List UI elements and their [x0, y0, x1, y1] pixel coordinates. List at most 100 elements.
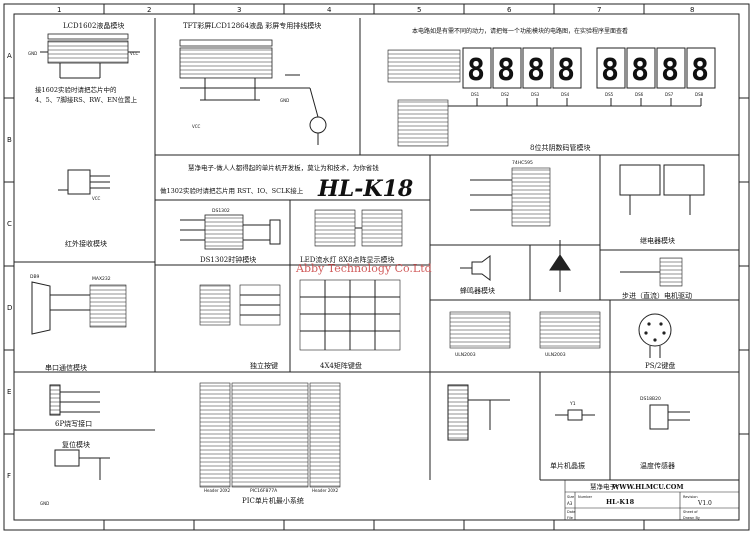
ds1302-chip: DS1302 [212, 208, 230, 214]
icsp-module: 6P烧写接口 [49, 384, 100, 428]
frame-col-2: 2 [147, 6, 151, 14]
lcd1602-gnd: GND [28, 51, 37, 56]
frame-col-3: 3 [237, 6, 241, 14]
title-block-revision-value: V1.0 [697, 500, 712, 507]
temp-part: DS18B20 [640, 396, 661, 402]
digit-7: 8 [661, 53, 679, 88]
crystal-title: 单片机晶振 [550, 461, 585, 470]
digit-label-1: DS1 [471, 92, 480, 97]
serial-chip: MAX232 [92, 276, 111, 282]
title-block-drawn-label: Drawn By [683, 516, 700, 520]
frame-col-markers: 1 2 3 4 5 6 7 8 [57, 4, 694, 530]
tft-gnd: GND [280, 98, 289, 103]
ir-title: 红外接收模块 [65, 239, 107, 248]
outer-frame [3, 3, 750, 531]
pic-header-right: Header 20X2 [312, 488, 339, 493]
relay-chip: 74HC595 [512, 160, 533, 166]
temp-title: 温度传感器 [640, 461, 675, 470]
reset-module: 复位模块 GND [40, 440, 110, 506]
company-banner: 慧净电子-做人人都得起的单片机开发板，莫让为和技术，为你省钱 [188, 163, 379, 172]
digit-label-8: DS8 [695, 92, 704, 97]
temp-module: DS18B20 温度传感器 [640, 396, 690, 470]
matrix-title: 4X4矩阵键盘 [320, 361, 362, 370]
ps2-module: PS/2键盘 [638, 313, 675, 370]
digit-label-7: DS7 [665, 92, 674, 97]
pic-header-left: Header 20X2 [204, 488, 231, 493]
seven-segment-module: 本电路如是有需不同的动力，请把每一个功能模块的电路图，在实验程序里面查看 8 8… [387, 27, 716, 152]
frame-row-d: D [7, 304, 12, 312]
crystal-part: Y1 [569, 401, 576, 407]
banner: 慧净电子-做人人都得起的单片机开发板，莫让为和技术，为你省钱 做1302实验时请… [160, 163, 413, 202]
frame-col-7: 7 [597, 6, 601, 14]
frame-col-6: 6 [507, 6, 512, 14]
ds1302-note: 做1302实验时请把芯片用 RST、IO、SCLK接上 [160, 186, 304, 195]
seg-note: 本电路如是有需不同的动力，请把每一个功能模块的电路图，在实验程序里面查看 [412, 27, 628, 35]
uln-chip-1: ULN2003 [455, 352, 476, 358]
title-block-size-value: A3 [567, 501, 573, 506]
uln-chip-2: ULN2003 [545, 352, 566, 358]
digit-1: 8 [467, 53, 485, 88]
keys-module: 独立按键 [199, 284, 281, 370]
motor-title: 步进（直流）电机驱动 [622, 291, 692, 300]
digit-2: 8 [497, 53, 515, 88]
digit-3: 8 [527, 53, 545, 88]
ps2-title: PS/2键盘 [645, 361, 675, 370]
frame-col-8: 8 [690, 6, 694, 14]
pic-title: PIC单片机最小系统 [242, 496, 304, 505]
serial-title: 串口通信模块 [45, 363, 87, 372]
digit-8: 8 [691, 53, 709, 88]
lcd1602-vcc: VCC [130, 51, 139, 56]
title-block-revision-label: Revision [683, 495, 698, 499]
section-dividers [14, 18, 739, 481]
title-block-company: 慧净电子： [590, 482, 623, 491]
digit-label-6: DS6 [635, 92, 644, 97]
decoder-module [447, 384, 510, 441]
frame-col-4: 4 [327, 6, 332, 14]
tft-title: TFT彩屏LCD12864液晶 彩屏专用排线模块 [183, 21, 321, 30]
digit-5: 8 [601, 53, 619, 88]
digit-label-3: DS3 [531, 92, 540, 97]
lcd1602-module: LCD1602液晶模块 GND VCC 接1602实验时请把芯片中的 4、5、7… [28, 21, 140, 104]
ir-module: VCC 红外接收模块 [58, 169, 110, 248]
frame-row-b: B [7, 136, 12, 144]
board-title: HL-K18 [317, 176, 413, 202]
uln2003-module: ULN2003 ULN2003 [449, 311, 601, 358]
digit-label-2: DS2 [501, 92, 510, 97]
digit-4: 8 [557, 53, 575, 88]
digit-label-4: DS4 [561, 92, 570, 97]
digit-label-5: DS5 [605, 92, 614, 97]
serial-db9: DB9 [30, 274, 40, 280]
title-block-sheet-label: Sheet of [683, 510, 698, 514]
title-block-file-label: File [567, 516, 573, 520]
lcd1602-note-1: 接1602实验时请把芯片中的 [35, 85, 117, 94]
frame-row-markers: A B C D E F [4, 52, 749, 480]
crystal-module: Y1 单片机晶振 [550, 401, 595, 470]
ir-vcc: VCC [92, 196, 101, 201]
frame-col-1: 1 [57, 6, 61, 14]
reset-title: 复位模块 [62, 440, 90, 449]
icsp-title: 6P烧写接口 [55, 419, 92, 428]
title-block-number-label: Number [578, 495, 593, 499]
tft-module: TFT彩屏LCD12864液晶 彩屏专用排线模块 VCC GND [179, 21, 327, 145]
frame-row-c: C [7, 220, 12, 228]
buzzer-title: 蜂鸣器模块 [460, 286, 495, 295]
tft-vcc: VCC [192, 124, 201, 129]
seg-title: 8位共阴数码管模块 [530, 143, 590, 152]
pic-chip: PIC16F877A [250, 488, 278, 494]
inner-frame [13, 13, 740, 521]
keys-title: 独立按键 [250, 361, 278, 370]
matrix-module: 4X4矩阵键盘 [299, 279, 401, 370]
reset-gnd: GND [40, 501, 49, 506]
title-block: 慧净电子： WWW.HLMCU.COM Size A3 Number HL-K1… [564, 479, 740, 521]
digit-6: 8 [631, 53, 649, 88]
frame-col-5: 5 [417, 6, 421, 14]
watermark-text: Abby Technology Co.Ltd [295, 262, 432, 275]
relay-title: 继电器模块 [640, 236, 675, 245]
pic-module: PIC16F877A Header 20X2 Header 20X2 PIC单片… [199, 382, 341, 505]
led-title: LED流水灯 8X8点阵显示模块 [300, 255, 395, 264]
ds1302-title: DS1302时钟模块 [200, 255, 256, 264]
lcd1602-note-2: 4、5、7脚接RS、RW、EN位置上 [35, 95, 138, 104]
title-block-date-label: Date [567, 510, 575, 514]
motor-module: 步进（直流）电机驱动 [549, 240, 692, 300]
